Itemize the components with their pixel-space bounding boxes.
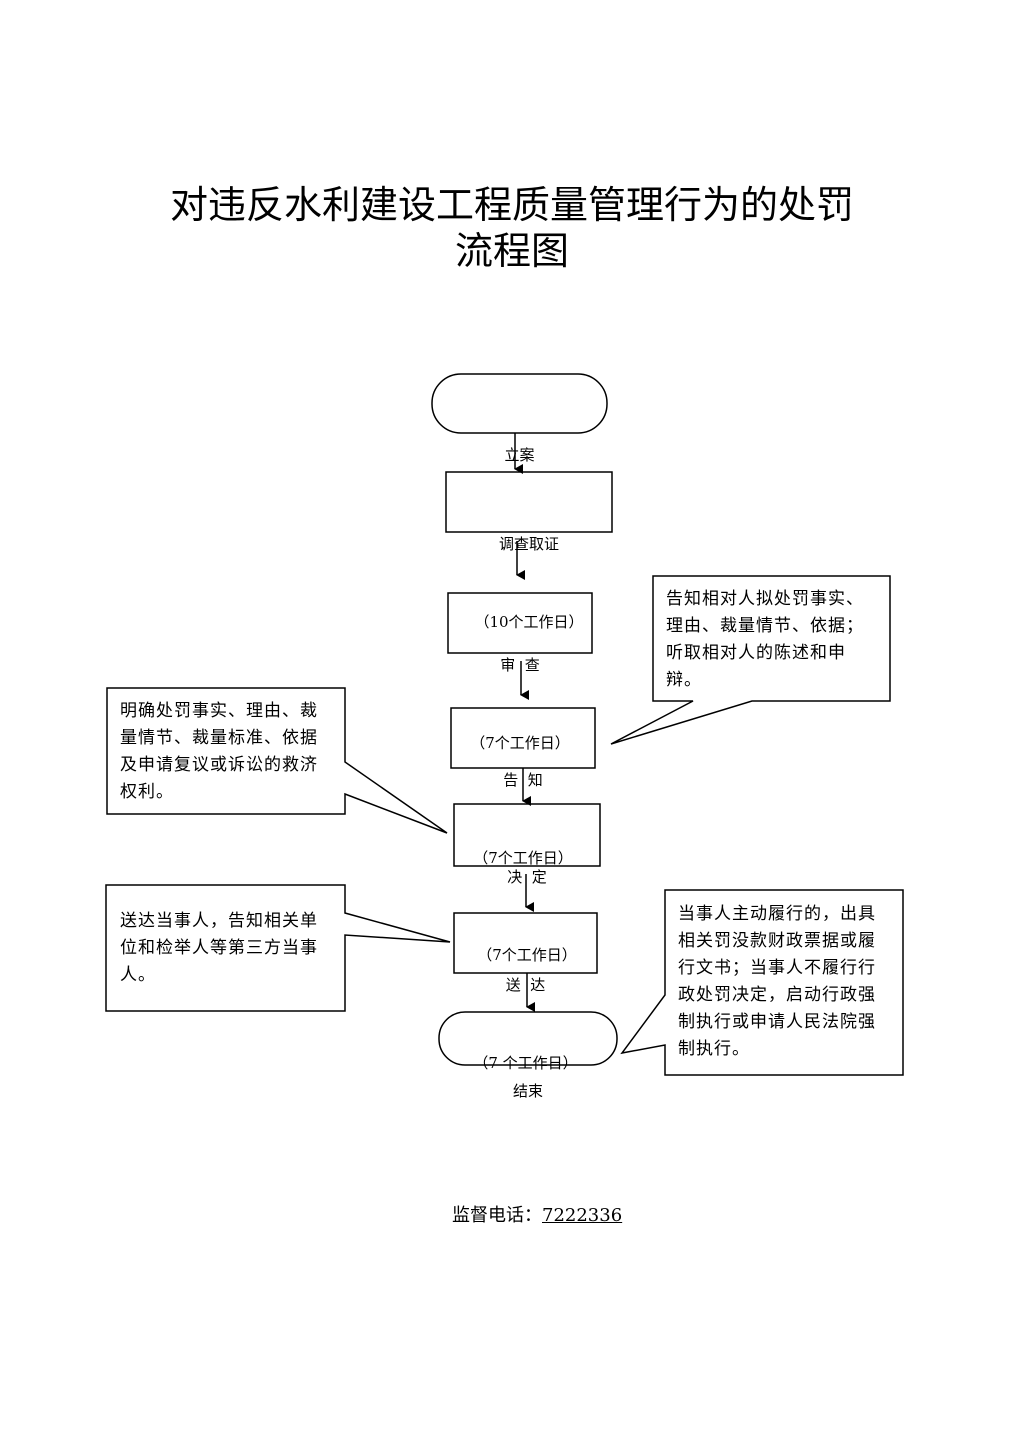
node-filing: 立案 [432, 390, 607, 494]
hotline-number: 7222336 [542, 1205, 623, 1226]
hotline-label: 监督电话： [452, 1205, 542, 1226]
node-review-label: 审 查 [500, 656, 540, 674]
callout-delivery-text: 送达当事人，告知相关单位和检举人等第三方当事人。 [120, 911, 318, 985]
callout-end-text: 当事人主动履行的，出具相关罚没款财政票据或履行文书；当事人不履行行政处罚决定，启… [678, 904, 876, 1059]
node-notify-duration: （7个工作日） [473, 849, 573, 867]
node-end-label: 结束 [512, 1082, 543, 1100]
node-review-shape [447, 592, 593, 654]
supervision-hotline: 监督电话：7222336 [452, 1204, 622, 1228]
node-decision-duration: （7个工作日） [477, 946, 577, 964]
callout-decision-text: 明确处罚事实、理由、裁量情节、裁量标准、依据及申请复议或诉讼的救济权利。 [120, 701, 318, 802]
node-end-shape [438, 1011, 618, 1066]
node-delivery: 送 达 （7 个工作日） [454, 920, 597, 1102]
node-decision: 决 定 （7个工作日） [454, 812, 600, 994]
callout-end-shape [620, 889, 904, 1076]
node-investigation: 调查取证 （10个工作日） [446, 479, 612, 661]
node-filing-label: 立案 [504, 446, 535, 464]
callout-delivery-shape [105, 884, 451, 1012]
node-investigation-duration: （10个工作日） [474, 613, 584, 631]
node-notify: 告 知 （7个工作日） [451, 715, 595, 897]
callout-notify-text: 告知相对人拟处罚事实、理由、裁量情节、依据；听取相对人的陈述和申辩。 [666, 589, 864, 690]
node-delivery-duration: （7 个工作日） [473, 1054, 578, 1072]
node-decision-shape [453, 803, 601, 867]
node-decision-label: 决 定 [507, 868, 547, 886]
node-review: 审 查 （7个工作日） [448, 600, 592, 782]
callout-decision-shape [106, 687, 448, 834]
title-line-2: 流程图 [454, 229, 569, 273]
page-title: 对违反水利建设工程质量管理行为的处罚 流程图 [0, 182, 1024, 274]
node-notify-label: 告 知 [503, 771, 543, 789]
title-line-1: 对违反水利建设工程质量管理行为的处罚 [169, 183, 854, 227]
node-delivery-shape [453, 912, 598, 974]
node-end: 结束 [439, 1026, 617, 1130]
node-delivery-label: 送 达 [505, 976, 546, 994]
node-investigation-label: 调查取证 [498, 535, 559, 553]
node-investigation-shape [445, 471, 613, 533]
node-review-duration: （7个工作日） [470, 734, 570, 752]
node-filing-shape [431, 373, 608, 434]
callout-notify-shape [610, 575, 891, 745]
